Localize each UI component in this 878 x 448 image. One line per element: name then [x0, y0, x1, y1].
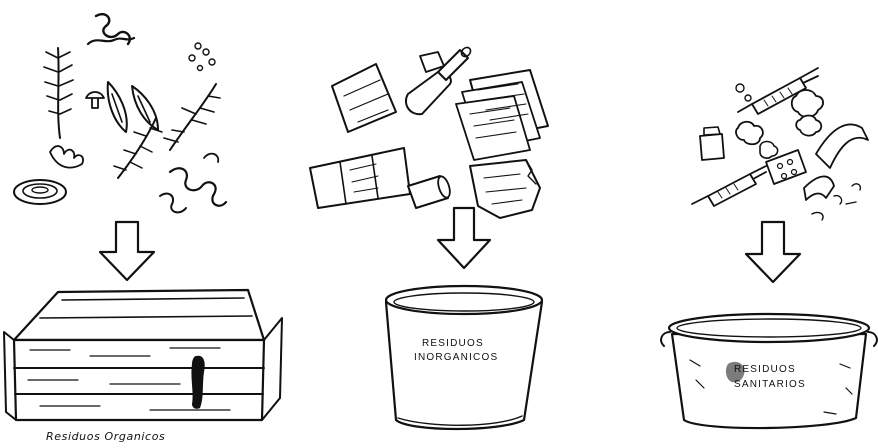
- organic-panel: Residuos Organicos: [4, 14, 282, 443]
- sanitary-down-arrow: [746, 222, 800, 282]
- sanitary-panel: RESIDUOS SANITARIOS: [661, 68, 877, 428]
- inorganic-waste-pile: [310, 46, 548, 218]
- organic-down-arrow: [100, 222, 154, 280]
- inorganic-bin-label-line1: RESIDUOS: [422, 338, 484, 349]
- sanitary-bin-label-line1: RESIDUOS: [734, 364, 796, 375]
- organic-bin-label: Residuos Organicos: [46, 430, 165, 443]
- inorganic-bin-label-line2: INORGANICOS: [414, 352, 498, 363]
- inorganic-panel: RESIDUOS INORGANICOS: [310, 46, 548, 429]
- sanitary-waste-pile: [692, 68, 868, 220]
- organic-waste-pile: [14, 14, 226, 212]
- wooden-crate-bin: [4, 290, 282, 420]
- inorganic-down-arrow: [438, 208, 490, 268]
- sanitary-bin-label-line2: SANITARIOS: [734, 379, 806, 390]
